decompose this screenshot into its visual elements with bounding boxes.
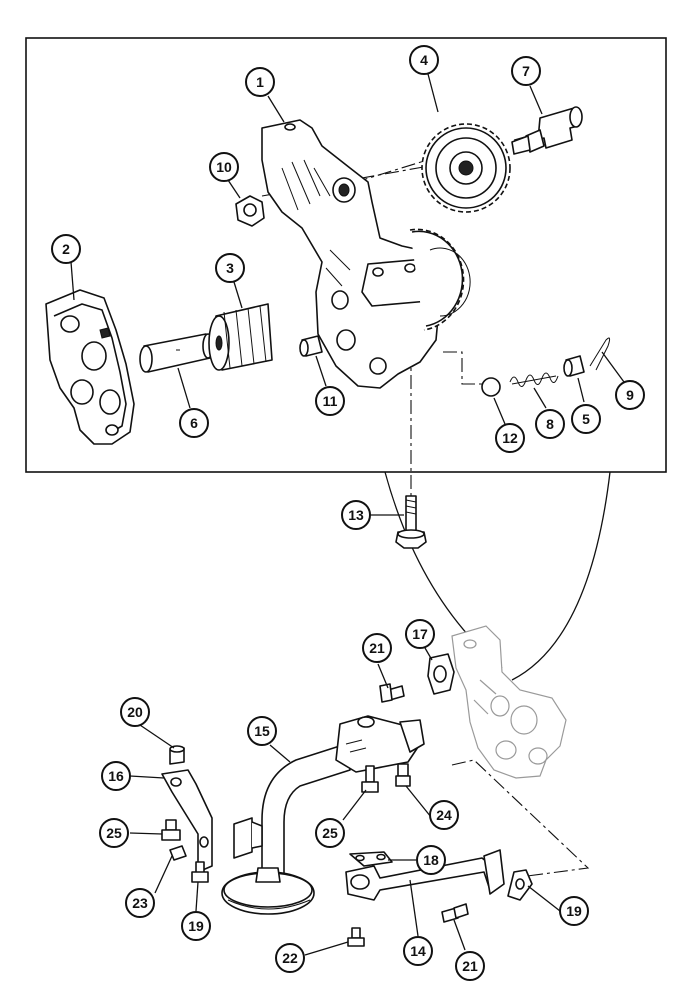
axis-line-pickup	[451, 759, 590, 879]
callout-24-label: 24	[436, 807, 452, 823]
callout-17-label: 17	[412, 626, 428, 642]
callout-13: 13	[341, 500, 371, 530]
bolt-19-bracket-part	[191, 861, 209, 883]
gasket-part	[427, 653, 455, 695]
callout-13-label: 13	[348, 507, 364, 523]
oil-pipe-part	[345, 849, 505, 901]
callout-22: 22	[275, 943, 305, 973]
callout-20: 20	[120, 697, 150, 727]
bolt-part	[395, 495, 427, 549]
pump-cover-part	[45, 289, 135, 445]
callout-4-label: 4	[420, 52, 428, 68]
callout-5: 5	[571, 404, 601, 434]
callout-12: 12	[495, 423, 525, 453]
bolt-25-bracket-part	[161, 819, 181, 841]
suction-tube-part	[221, 715, 425, 915]
drive-gear-part	[421, 123, 511, 213]
cotter-pin-part	[589, 337, 611, 371]
callout-5-label: 5	[582, 411, 590, 427]
callout-10-label: 10	[216, 159, 232, 175]
callout-19-right: 19	[559, 896, 589, 926]
bolt-21-bottom-part	[441, 903, 469, 923]
bolt-21-top-part	[379, 683, 405, 703]
callout-19-right-label: 19	[566, 903, 582, 919]
pump-gear-part	[208, 303, 273, 371]
axis-line-valve	[443, 351, 485, 385]
callout-14: 14	[403, 936, 433, 966]
pump-assembly-ghost	[451, 625, 567, 779]
callout-17: 17	[405, 619, 435, 649]
bracket-part	[161, 769, 213, 873]
callout-22-label: 22	[282, 950, 298, 966]
callout-1-label: 1	[256, 74, 264, 90]
leader-lines	[70, 73, 625, 956]
spacer-part	[169, 745, 185, 765]
callout-15: 15	[247, 716, 277, 746]
callout-14-label: 14	[410, 943, 426, 959]
callout-4: 4	[409, 45, 439, 75]
callout-3-label: 3	[226, 260, 234, 276]
callout-10: 10	[209, 152, 239, 182]
callout-19-left: 19	[181, 911, 211, 941]
callout-1: 1	[245, 67, 275, 97]
callout-7: 7	[511, 56, 541, 86]
callout-23: 23	[125, 888, 155, 918]
nut-part	[235, 195, 265, 227]
detail-link-curve-2	[511, 471, 611, 681]
bolt-23-part	[169, 845, 187, 861]
callout-7-label: 7	[522, 63, 530, 79]
callout-11: 11	[315, 386, 345, 416]
callout-20-label: 20	[127, 704, 143, 720]
callout-21-top: 21	[362, 633, 392, 663]
callout-9-label: 9	[626, 387, 634, 403]
callout-25-right-label: 25	[322, 825, 338, 841]
flange-gasket-part	[507, 869, 533, 901]
callout-18: 18	[416, 845, 446, 875]
callout-18-label: 18	[423, 852, 439, 868]
check-ball-part	[481, 377, 501, 397]
detail-frame	[25, 37, 667, 473]
callout-25-right: 25	[315, 818, 345, 848]
callout-2-label: 2	[62, 241, 70, 257]
callout-15-label: 15	[254, 723, 270, 739]
relief-spring-part	[509, 372, 559, 387]
callout-11-label: 11	[323, 393, 338, 409]
callout-3: 3	[215, 253, 245, 283]
callout-25-left-label: 25	[106, 825, 122, 841]
bushing-part	[299, 335, 323, 357]
callout-8: 8	[535, 409, 565, 439]
idler-gear-part	[409, 228, 471, 331]
callout-2: 2	[51, 234, 81, 264]
callout-8-label: 8	[546, 416, 554, 432]
idler-shaft-part	[139, 333, 214, 373]
pump-body-part	[261, 119, 461, 389]
bolt-22-part	[347, 927, 365, 947]
plug-part	[563, 355, 585, 377]
callout-21-top-label: 21	[369, 640, 385, 656]
callout-12-label: 12	[502, 430, 518, 446]
callout-19-left-label: 19	[188, 918, 204, 934]
shaft-pin-part	[511, 106, 583, 155]
callout-21-bottom-label: 21	[462, 958, 478, 974]
bolt-24-part	[395, 763, 411, 787]
callout-6: 6	[179, 408, 209, 438]
callout-16-label: 16	[108, 768, 124, 784]
callout-16: 16	[101, 761, 131, 791]
small-gasket-part	[349, 851, 393, 867]
callout-25-left: 25	[99, 818, 129, 848]
callout-24: 24	[429, 800, 459, 830]
callout-23-label: 23	[132, 895, 148, 911]
callout-6-label: 6	[190, 415, 198, 431]
callout-9: 9	[615, 380, 645, 410]
callout-21-bottom: 21	[455, 951, 485, 981]
bolt-25-tube-part	[361, 765, 379, 793]
